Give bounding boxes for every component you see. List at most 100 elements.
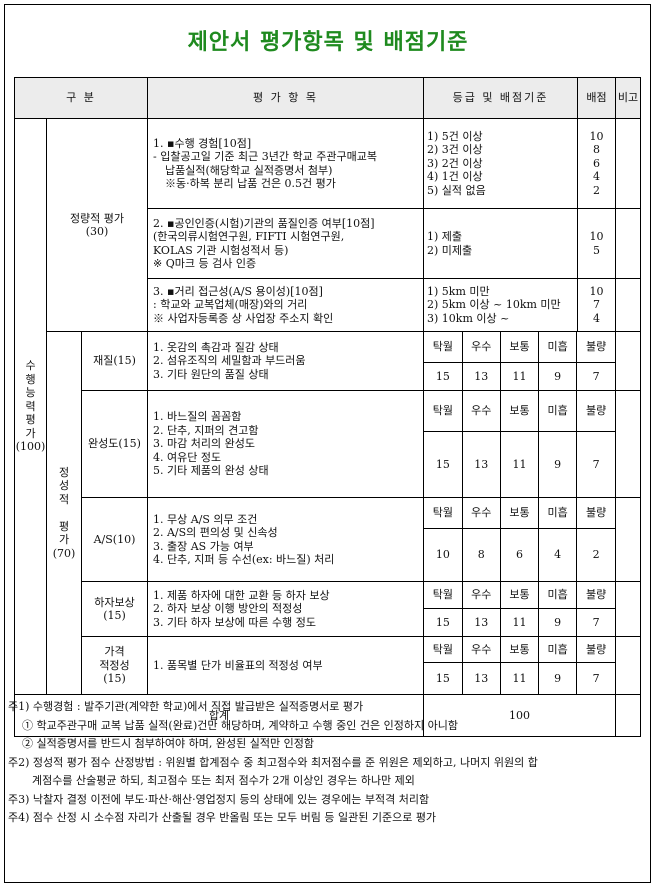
quant-grade-line: 2) 5km 이상 ~ 10km 미만 bbox=[427, 298, 561, 312]
grade-label: 불량 bbox=[576, 637, 615, 663]
grade-label: 우수 bbox=[461, 582, 501, 609]
grade-label: 보통 bbox=[499, 332, 539, 363]
grade-label: 보통 bbox=[499, 391, 539, 432]
grade-label: 우수 bbox=[461, 332, 501, 363]
qual-item-line: 1. 제품 하자에 대한 교환 등 하자 보상 bbox=[153, 588, 330, 602]
quant-score-value: 4 bbox=[593, 170, 600, 184]
grade-value: 15 bbox=[435, 369, 450, 383]
quantitative-group-cell: 정량적 평가(30) bbox=[46, 118, 148, 332]
qual-item-line: 3. 기타 원단의 품질 상태 bbox=[153, 367, 269, 381]
qualitative-char: 정 bbox=[58, 465, 70, 479]
grade-value: 2 bbox=[576, 528, 615, 581]
capability-char: 수 bbox=[25, 359, 36, 373]
quant-row: 3. ▪거리 접근성(A/S 용이성)[10점]: 학교와 교복업체(매장)와의… bbox=[15, 278, 641, 332]
footnote-line: 주2) 정성적 평가 점수 산정방법 : 위원별 합계점수 중 최고점수와 최저… bbox=[8, 755, 538, 769]
criterion-name-cell: 가격 적정성 (15) bbox=[81, 636, 148, 695]
grade-label: 탁월 bbox=[424, 391, 463, 432]
criterion-name-cell: A/S(10) bbox=[81, 497, 148, 582]
criterion-name-cell: 하자보상 (15) bbox=[81, 581, 148, 637]
grade-label: 탁월 bbox=[424, 332, 463, 363]
qual-item-line: 2. 단추, 지퍼의 견고함 bbox=[153, 423, 259, 437]
quant-score-value: 10 bbox=[589, 284, 604, 298]
grade-value: 15 bbox=[435, 671, 450, 685]
quantitative-label: 정량적 평가 bbox=[69, 211, 125, 225]
header-remark: 비고 bbox=[615, 77, 641, 119]
qual-item-line: 1. 옷감의 촉감과 질감 상태 bbox=[153, 340, 279, 354]
quant-item-line: KOLAS 기관 시험성적서 등) bbox=[153, 243, 289, 257]
grade-value: 13 bbox=[461, 362, 501, 390]
capability-char: 평 bbox=[25, 413, 36, 427]
header-criteria: 등급 및 배점기준 bbox=[423, 77, 578, 119]
grade-value: 15 bbox=[435, 457, 450, 471]
grade-label: 탁월 bbox=[424, 498, 463, 529]
quant-item-line: 3. ▪거리 접근성(A/S 용이성)[10점] bbox=[153, 284, 323, 298]
criterion-name-cell: 재질(15) bbox=[81, 331, 148, 391]
grade-value: 13 bbox=[461, 431, 501, 497]
quant-grade-line: 3) 10km 이상 ~ bbox=[427, 311, 510, 325]
page-title: 제안서 평가항목 및 배점기준 bbox=[187, 30, 469, 55]
grade-value: 9 bbox=[538, 362, 577, 390]
grade-value: 10 bbox=[435, 548, 450, 561]
footnote-line: 주3) 낙찰자 결정 이전에 부도·파산·해산·영업정지 등의 상태에 있는 경… bbox=[8, 792, 430, 806]
qual-item-line: 2. 하자 보상 이행 방안의 적정성 bbox=[153, 602, 303, 616]
header-score: 배점 bbox=[577, 77, 616, 119]
grade-value: 6 bbox=[499, 528, 539, 581]
grade-label: 우수 bbox=[461, 391, 501, 432]
grade-label: 보통 bbox=[499, 637, 539, 663]
quant-item-line: ※ 사업자등록증 상 사업장 주소지 확인 bbox=[153, 311, 334, 325]
grade-label: 미흡 bbox=[538, 637, 577, 663]
quant-grade-line: 1) 제출 bbox=[427, 230, 463, 243]
grade-value: 9 bbox=[538, 608, 577, 636]
grade-label: 불량 bbox=[576, 332, 615, 363]
grade-label: 미흡 bbox=[538, 498, 577, 529]
quant-score-value: 5 bbox=[593, 243, 600, 257]
grade-value: 7 bbox=[576, 431, 615, 497]
grade-value: 8 bbox=[461, 528, 501, 581]
remark-cell bbox=[615, 390, 641, 498]
total-label: 합계 bbox=[14, 694, 424, 737]
qual-item-line: 1. 무상 A/S 의무 조건 bbox=[153, 512, 258, 526]
quant-grade-line: 1) 5건 이상 bbox=[427, 129, 483, 143]
qual-item-line: 2. 섬유조직의 세밀함과 부드러움 bbox=[153, 354, 306, 368]
footnote-line: ① 학교주관구매 교복 납품 실적(완료)건만 해당하며, 계약하고 수행 중인… bbox=[22, 718, 458, 732]
qualitative-char: 성 bbox=[58, 479, 70, 493]
quant-items-cell: 3. ▪거리 접근성(A/S 용이성)[10점]: 학교와 교복업체(매장)와의… bbox=[147, 278, 424, 332]
qualitative-char: 가 bbox=[58, 533, 70, 547]
quant-score-value: 10 bbox=[589, 230, 604, 243]
grade-label: 우수 bbox=[461, 637, 501, 663]
quant-item-line: (한국의류시험연구원, FIFTI 시험연구원, bbox=[153, 230, 345, 243]
grade-value: 9 bbox=[538, 431, 577, 497]
grade-label: 불량 bbox=[576, 498, 615, 529]
quant-items-cell: 2. ▪공인인증(시험)기관의 품질인증 여부[10점](한국의류시험연구원, … bbox=[147, 208, 424, 279]
grade-value: 7 bbox=[576, 608, 615, 636]
qual-items-cell: 1. 품목별 단가 비율표의 적정성 여부 bbox=[147, 636, 424, 695]
grade-value: 11 bbox=[499, 662, 539, 694]
remark-cell bbox=[615, 331, 641, 391]
capability-char: 가 bbox=[25, 426, 36, 440]
quant-grade-line: 4) 1건 이상 bbox=[427, 170, 483, 184]
capability-char: 능 bbox=[25, 386, 36, 400]
